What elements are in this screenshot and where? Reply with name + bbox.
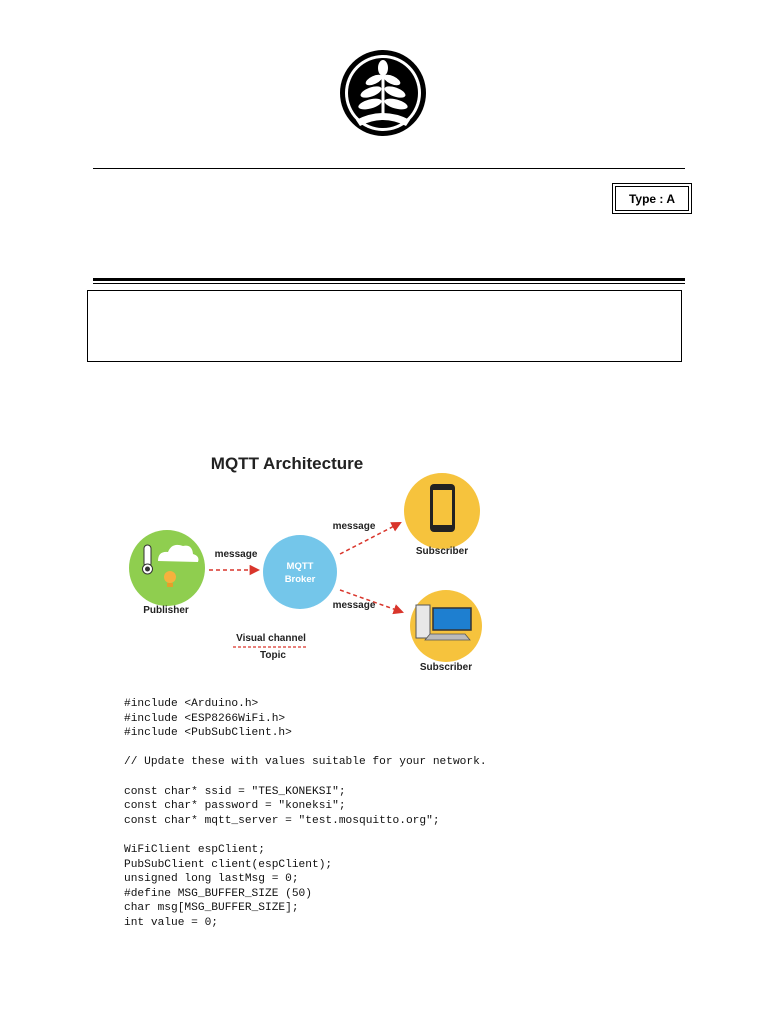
code-line: WiFiClient espClient; (124, 843, 265, 856)
publisher-label: Publisher (143, 605, 189, 616)
code-line (124, 770, 487, 785)
code-line (124, 741, 487, 756)
institution-logo (340, 50, 426, 136)
desktop-computer-icon (415, 604, 472, 641)
code-line: const char* password = "koneksi"; (124, 800, 346, 813)
thermometer-icon (142, 544, 153, 575)
arrow-top-label: message (333, 521, 376, 532)
code-line (124, 828, 487, 843)
code-line: unsigned long lastMsg = 0; (124, 873, 299, 886)
smartphone-icon (430, 484, 455, 532)
mqtt-architecture-diagram: MQTT Architecture Publisher MQTT Broker … (129, 454, 482, 673)
empty-info-box (87, 290, 682, 362)
arrow-broker-to-subscriber-top (339, 522, 402, 555)
code-line: char msg[MSG_BUFFER_SIZE]; (124, 902, 299, 915)
code-listing: #include <Arduino.h> #include <ESP8266WiF… (124, 697, 487, 931)
code-line: #define MSG_BUFFER_SIZE (50) (124, 887, 312, 900)
subscriber-top-label: Subscriber (416, 546, 468, 557)
arrow-broker-to-subscriber-bottom (339, 589, 404, 615)
diagram-title: MQTT Architecture (211, 454, 363, 473)
code-line: #include <PubSubClient.h> (124, 727, 292, 740)
code-line: int value = 0; (124, 916, 218, 929)
broker-node (263, 535, 337, 609)
arrow-publisher-label: message (215, 549, 258, 560)
code-line: PubSubClient client(espClient); (124, 858, 333, 871)
header-rule (93, 168, 685, 169)
cloud-icon (158, 544, 199, 562)
publisher-node (129, 530, 205, 606)
legend-topic: Topic (260, 650, 286, 661)
code-line: #include <Arduino.h> (124, 698, 259, 710)
lightbulb-icon (164, 571, 176, 587)
type-box: Type : A (612, 183, 692, 214)
broker-label-line2: Broker (285, 574, 316, 585)
section-rule-thin (93, 283, 685, 284)
code-line: #include <ESP8266WiFi.h> (124, 712, 286, 725)
broker-label-line1: MQTT (287, 561, 314, 572)
code-line: const char* mqtt_server = "test.mosquitt… (124, 814, 440, 827)
legend-visual-channel: Visual channel (236, 633, 306, 644)
code-line: // Update these with values suitable for… (124, 756, 487, 769)
type-label: Type : A (615, 186, 689, 211)
arrow-bottom-label: message (333, 600, 376, 611)
code-line: const char* ssid = "TES_KONEKSI"; (124, 785, 346, 798)
section-rule-thick (93, 278, 685, 281)
subscriber-bottom-label: Subscriber (420, 662, 472, 673)
